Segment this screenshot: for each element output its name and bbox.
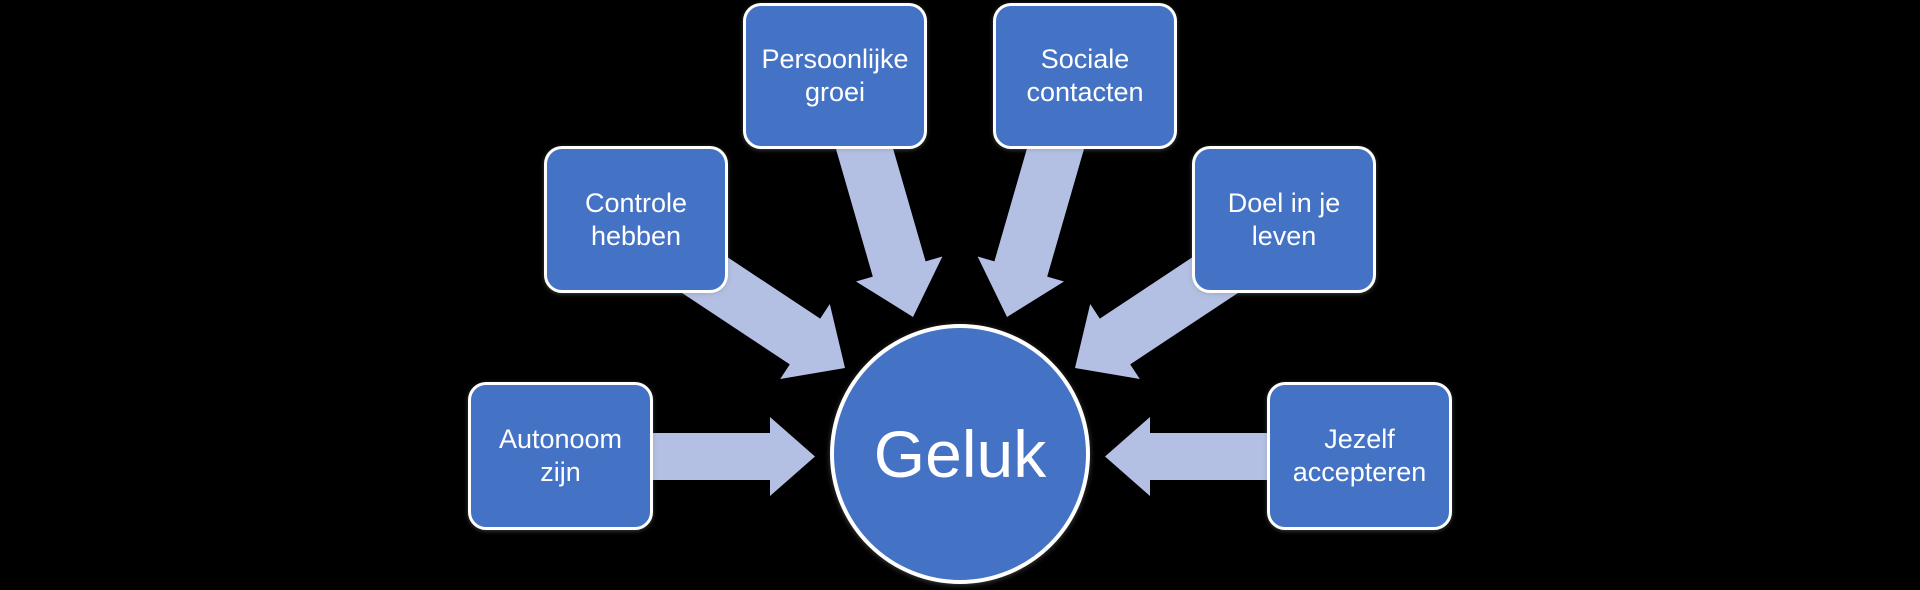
arrow-autonoom-zijn-to-geluk [650, 417, 815, 496]
arrow-sociale-contacten-to-geluk [977, 132, 1085, 317]
node-sociale-contacten: Sociale contacten [993, 3, 1177, 149]
node-label-line: leven [1251, 220, 1317, 251]
node-autonoom-zijn: Autonoom zijn [468, 382, 653, 530]
node-label-line: contacten [1026, 77, 1144, 107]
node-label-line: Autonoom [498, 424, 623, 454]
arrow-jezelf-accepteren-to-geluk [1105, 417, 1270, 496]
node-label-line: accepteren [1292, 457, 1427, 487]
node-controle-hebben: Controle hebben [544, 146, 728, 293]
node-label-line: Doel in je [1227, 187, 1341, 218]
arrow-persoonlijke-groei-to-geluk [835, 132, 943, 317]
node-label-line: hebben [590, 220, 682, 251]
node-label-line: Jezelf [1324, 424, 1395, 454]
node-doel-in-je-leven: Doel in je leven [1192, 146, 1376, 293]
node-jezelf-accepteren: Jezelf accepteren [1267, 382, 1452, 530]
node-label-line: Persoonlijke [761, 44, 909, 74]
center-label: Geluk [873, 417, 1047, 491]
node-label-line: groei [804, 77, 866, 107]
node-label-line: Controle [584, 187, 688, 218]
node-geluk-center: Geluk [830, 324, 1090, 584]
node-label-line: Sociale [1040, 44, 1130, 74]
node-label-line: zijn [540, 457, 581, 487]
node-persoonlijke-groei: Persoonlijke groei [743, 3, 927, 149]
